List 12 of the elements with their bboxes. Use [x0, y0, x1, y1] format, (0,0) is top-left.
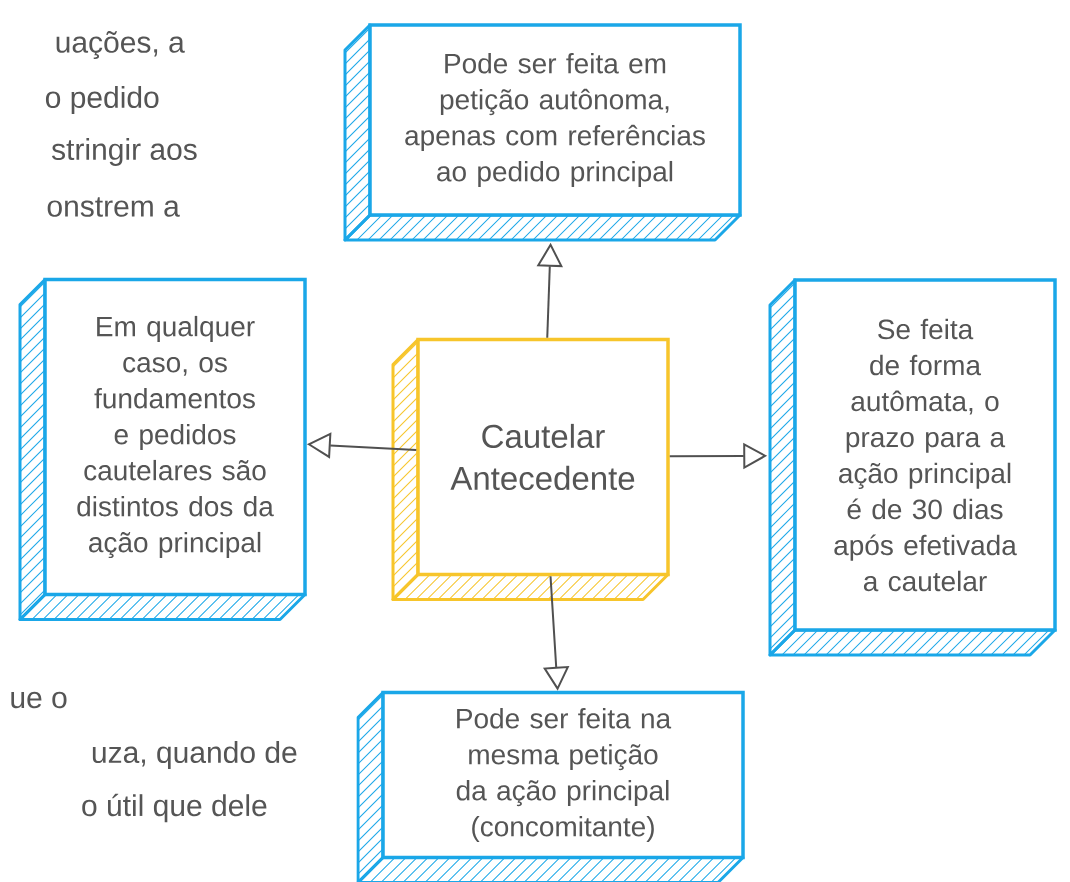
process-box: Pode ser feita na mesma petição da ação principal (concomitante)	[356, 690, 745, 882]
process-box: Se feita de forma autômata, o prazo para a ação principal é de 30 dias após efetivada a cautelar	[768, 278, 1057, 657]
process-box: Em qualquer caso, os fundamentos e pedidos cautelares são distintos dos da ação principal	[18, 277, 307, 621]
text-line: o pedido	[45, 86, 159, 114]
text-line: o útil que dele	[82, 793, 267, 823]
text-line: uações, a	[56, 31, 185, 59]
text-line: uza, quando de	[92, 741, 297, 769]
process-box: Cautelar Antecedente	[391, 337, 670, 601]
process-box: Pode ser feita em petição autônoma, apenas com referências ao pedido principal	[343, 23, 742, 242]
text-line: onstrem a	[47, 197, 180, 217]
text-line: stringir aos	[51, 138, 197, 166]
text-line: ue o	[11, 691, 67, 709]
